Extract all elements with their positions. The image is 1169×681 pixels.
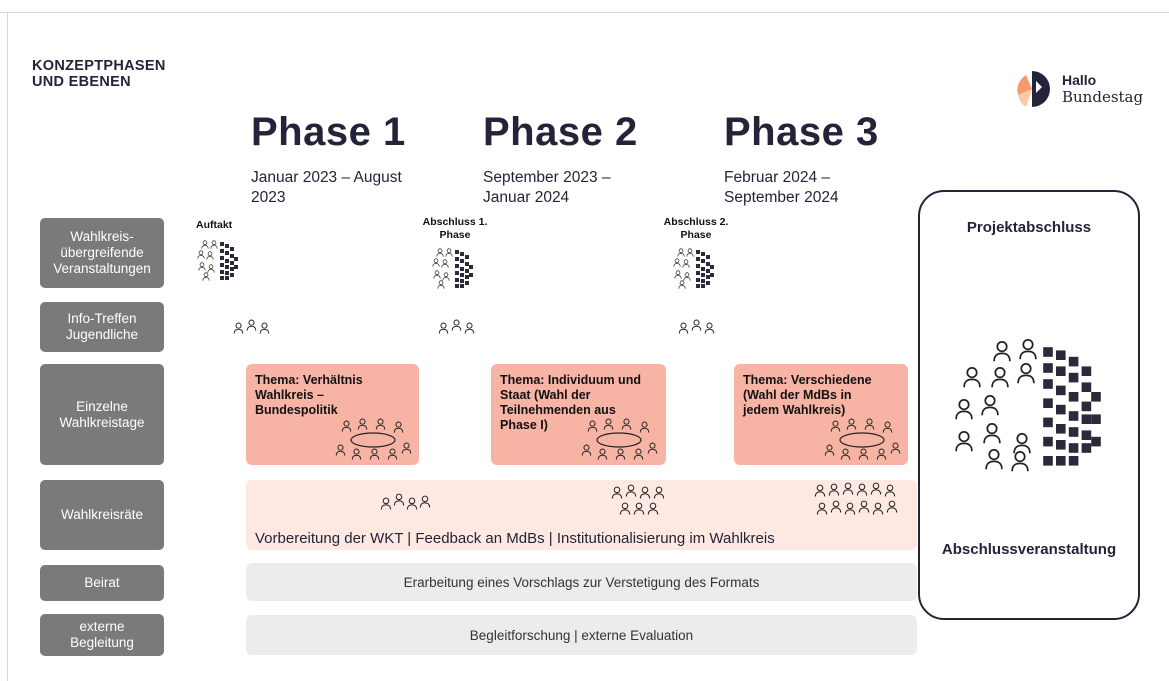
- theme-box-phase-3: Thema: Verschiedene (Wahl der MdBs in je…: [734, 364, 908, 465]
- people-group-icon: [678, 319, 715, 334]
- event-label-abschluss-2: Abschluss 2. Phase: [663, 216, 729, 241]
- phase-3-title: Phase 3: [724, 110, 879, 154]
- row-label-wahlkreistage: Einzelne Wahlkreistage: [40, 364, 164, 465]
- round-table-icon: [335, 418, 412, 460]
- theme-text-phase-1: Thema: Verhältnis Wahlkreis – Bundespoli…: [255, 373, 363, 417]
- wahlkreisraete-band: [246, 480, 917, 550]
- theme-text-phase-2: Thema: Individuum und Staat (Wahl der Te…: [500, 373, 641, 432]
- phase-3-dates: Februar 2024 – September 2024: [724, 169, 839, 206]
- frame-top-border: [0, 12, 1169, 13]
- logo-text-hallo: Hallo: [1062, 72, 1097, 88]
- logo-text-bundestag: Bundestag: [1062, 88, 1144, 106]
- row-label-wahlkreisraete: Wahlkreisräte: [40, 480, 164, 550]
- round-table-icon: [581, 418, 658, 460]
- parliament-assembly-icon: [955, 338, 1101, 472]
- row-label-wahlkreisuebergreifend: Wahlkreis- übergreifende Veranstaltungen: [40, 218, 164, 288]
- projektabschluss-title: Projektabschluss: [966, 219, 1092, 236]
- frame-left-border: [7, 12, 8, 681]
- parliament-assembly-icon: [197, 240, 238, 281]
- phase-1-title: Phase 1: [251, 110, 406, 154]
- wahlkreisraete-text: Vorbereitung der WKT | Feedback an MdBs …: [255, 530, 775, 547]
- projektabschluss-box: Projektabschluss Abschlussveranstaltung: [918, 190, 1140, 620]
- phase-2-title: Phase 2: [483, 110, 638, 154]
- parliament-assembly-icon: [673, 248, 714, 289]
- theme-text-phase-3: Thema: Verschiedene (Wahl der MdBs in je…: [743, 373, 872, 417]
- abschlussveranstaltung-title: Abschlussveranstaltung: [941, 541, 1117, 558]
- people-group-icon: [233, 319, 270, 334]
- row-label-info-treffen: Info-Treffen Jugendliche: [40, 302, 164, 352]
- begleitung-bar: Begleitforschung | externe Evaluation: [246, 615, 917, 655]
- people-group-icon: [438, 319, 475, 334]
- parliament-assembly-icon: [432, 248, 473, 289]
- hallo-bundestag-logo: Hallo Bundestag: [1016, 69, 1156, 109]
- beirat-bar: Erarbeitung eines Vorschlags zur Verstet…: [246, 563, 917, 601]
- theme-box-phase-1: Thema: Verhältnis Wahlkreis – Bundespoli…: [246, 364, 419, 465]
- row-label-begleitung: externe Begleitung: [40, 614, 164, 656]
- logo-mark-icon: [1017, 71, 1050, 107]
- round-table-icon: [824, 418, 901, 460]
- people-group-icon: [380, 493, 431, 510]
- event-label-auftakt: Auftakt: [196, 219, 233, 231]
- document-title: KONZEPTPHASEN UND EBENEN: [32, 58, 166, 90]
- theme-box-phase-2: Thema: Individuum und Staat (Wahl der Te…: [491, 364, 666, 465]
- phase-2-dates: September 2023 – Januar 2024: [483, 169, 611, 206]
- people-group-icon: [814, 482, 898, 515]
- event-label-abschluss-1: Abschluss 1. Phase: [422, 216, 488, 241]
- row-label-beirat: Beirat: [40, 565, 164, 601]
- people-group-icon: [611, 484, 665, 515]
- phase-1-dates: Januar 2023 – August 2023: [251, 169, 402, 206]
